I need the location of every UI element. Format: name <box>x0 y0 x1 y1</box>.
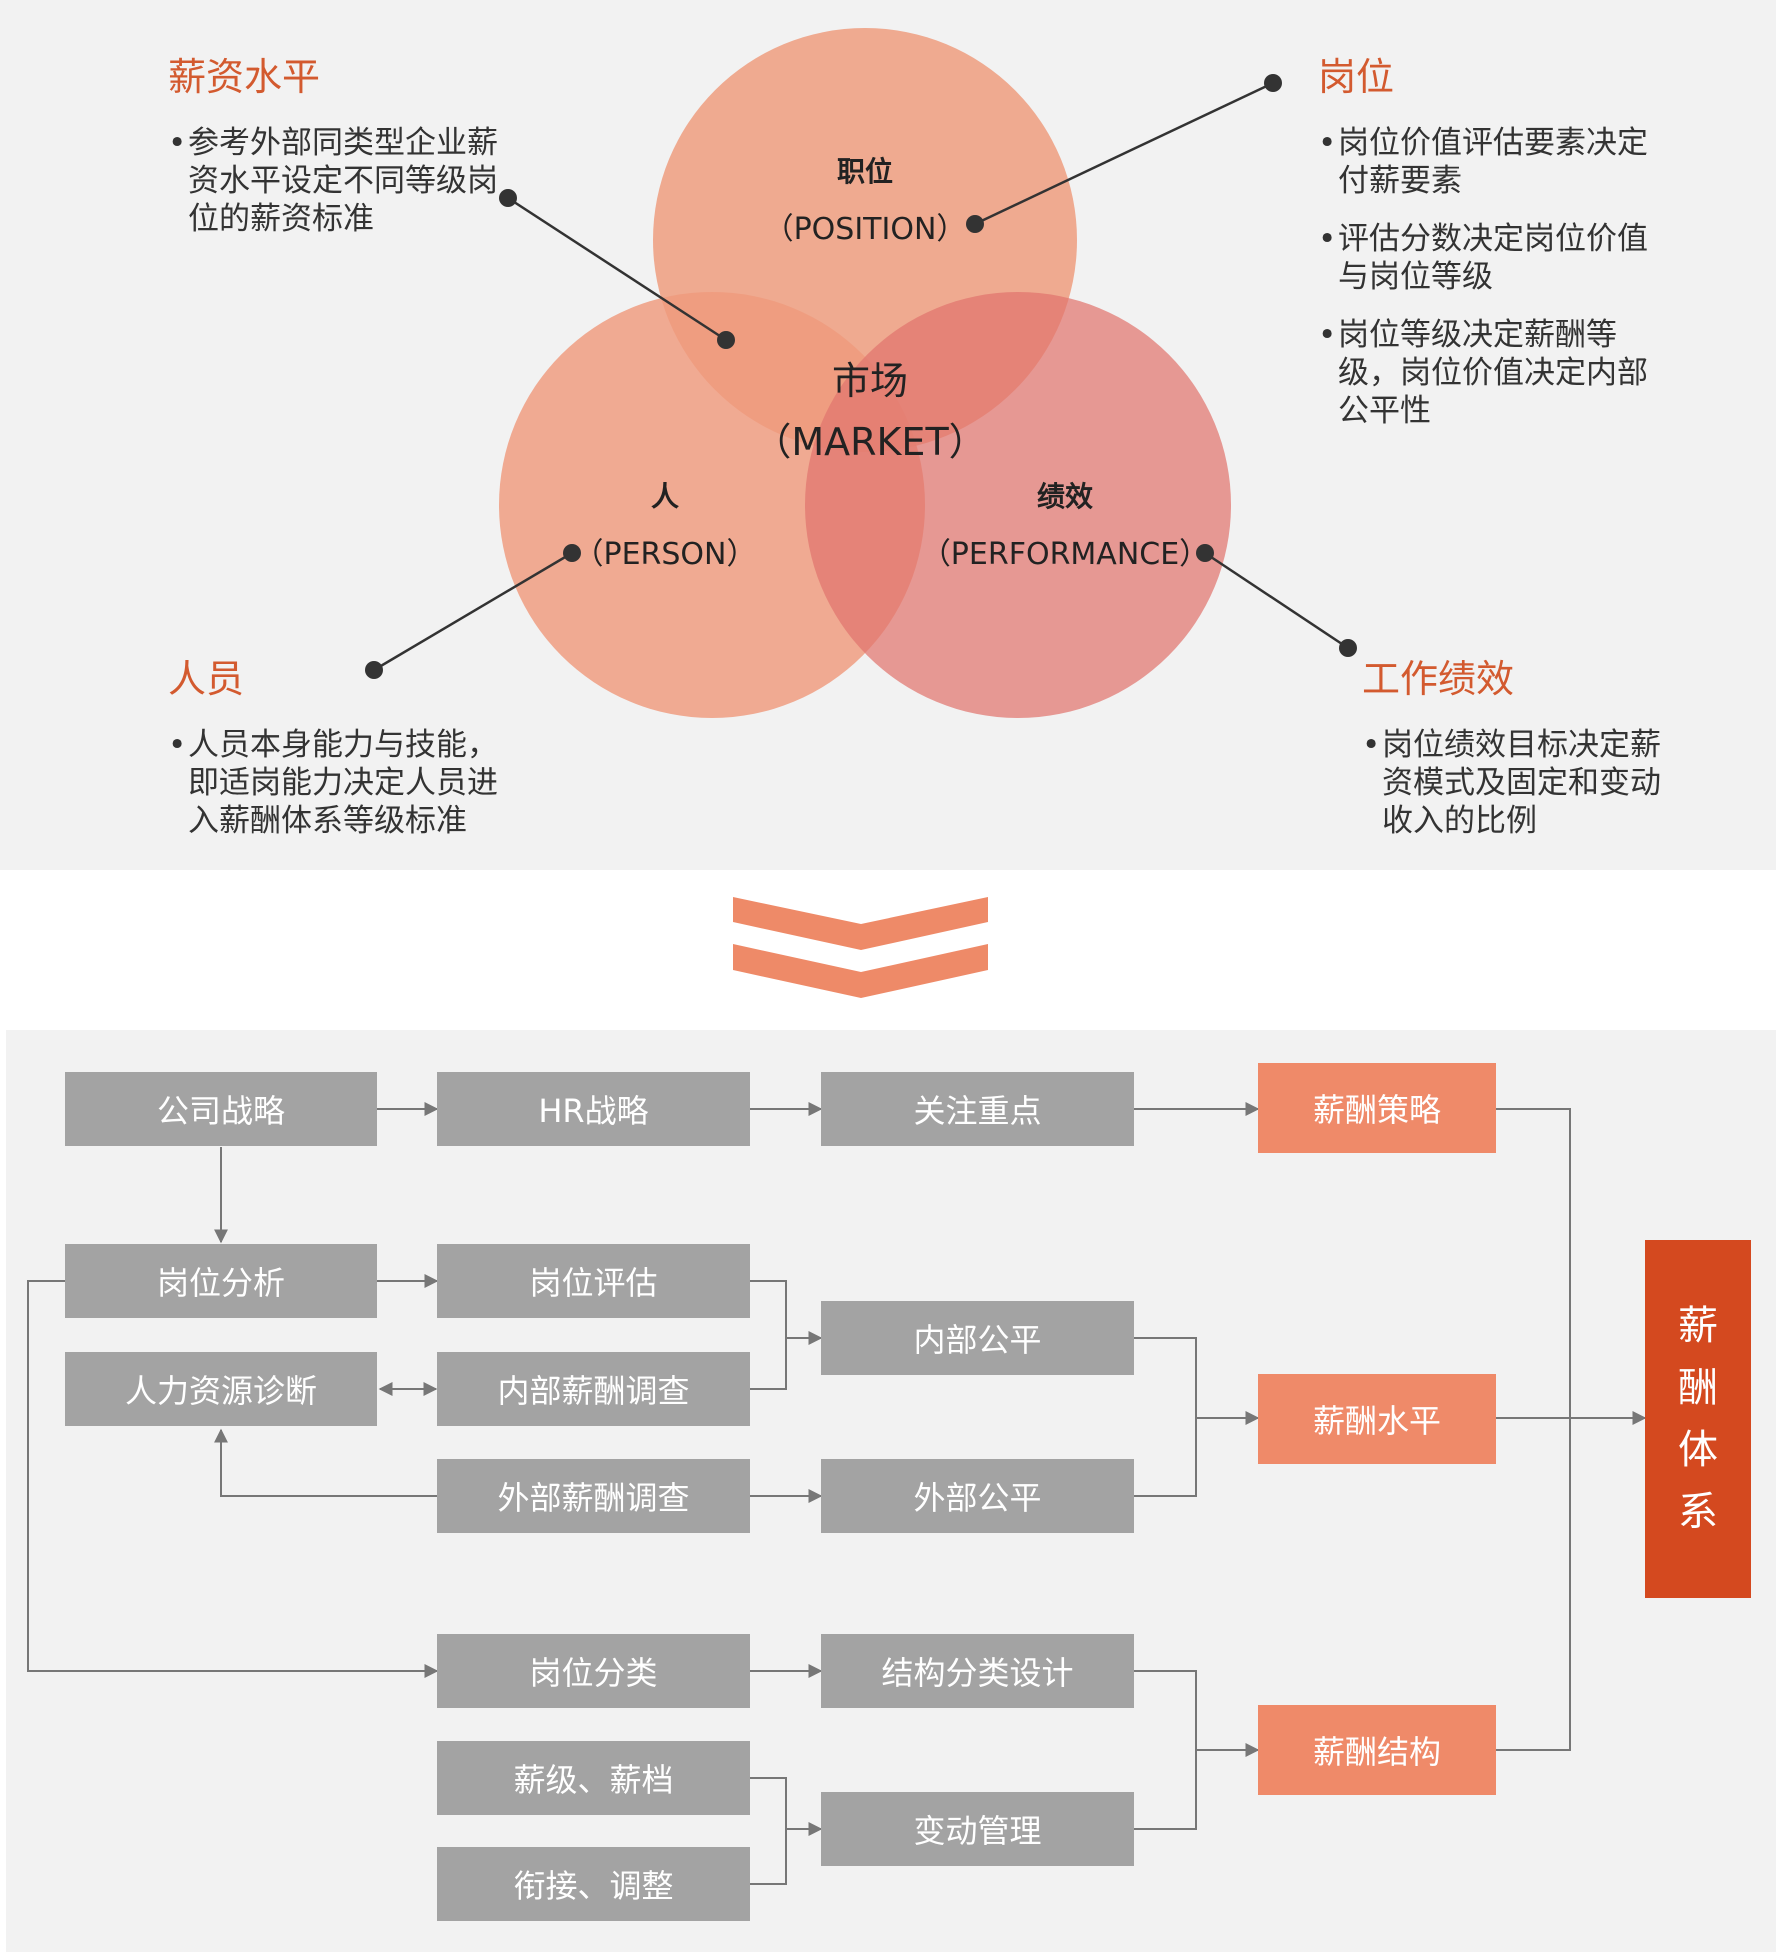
connector-salary-level <box>507 196 727 342</box>
job-analysis-box: 岗位分析 <box>65 1244 377 1318</box>
structure-design-box: 结构分类设计 <box>821 1634 1134 1708</box>
person-subtitle: （PERSON） <box>573 537 757 572</box>
comp-system-box: 薪酬体系 <box>1645 1240 1751 1598</box>
grades-steps-box: 薪级、薪档 <box>437 1741 750 1815</box>
salary-level-bullets: 参考外部同类型企业薪资水平设定不同等级岗位的薪资标准 <box>168 124 498 258</box>
market-subtitle: （MARKET） <box>753 420 987 464</box>
post-bullets: 岗位价值评估要素决定付薪要素 评估分数决定岗位价值与岗位等级 岗位等级决定薪酬等… <box>1318 124 1648 450</box>
dot-performance-a <box>1196 544 1214 562</box>
post-heading: 岗位 <box>1318 55 1395 99</box>
internal-survey-box: 内部薪酬调查 <box>437 1352 750 1426</box>
label-position: 职位 （POSITION） <box>760 150 970 248</box>
label-performance: 绩效 （PERFORMANCE） <box>920 475 1210 573</box>
hr-diagnosis-box: 人力资源诊断 <box>65 1352 377 1426</box>
dot-performance-b <box>1339 639 1357 657</box>
job-classification-box: 岗位分类 <box>437 1634 750 1708</box>
external-equity-box: 外部公平 <box>821 1459 1134 1533</box>
focus-box: 关注重点 <box>821 1072 1134 1146</box>
position-title: 职位 <box>836 155 893 188</box>
label-person: 人 （PERSON） <box>560 475 770 573</box>
performance-title: 绩效 <box>1036 480 1093 513</box>
company-strategy-box: 公司战略 <box>65 1072 377 1146</box>
connector-personnel <box>373 551 573 672</box>
job-evaluation-box: 岗位评估 <box>437 1244 750 1318</box>
dot-post-a <box>1264 74 1282 92</box>
work-performance-bullets: 岗位绩效目标决定薪资模式及固定和变动收入的比例 <box>1362 726 1682 860</box>
personnel-heading: 人员 <box>168 657 245 701</box>
comp-structure-box: 薪酬结构 <box>1258 1705 1496 1795</box>
label-market: 市场 （MARKET） <box>740 350 1000 466</box>
dot-post-b <box>966 215 984 233</box>
chevron-down-icon <box>733 897 988 998</box>
person-title: 人 <box>650 480 679 513</box>
external-survey-box: 外部薪酬调查 <box>437 1459 750 1533</box>
connector-performance-line <box>1204 551 1349 650</box>
dot-personnel-b <box>563 544 581 562</box>
dot-salary-level-a <box>499 189 517 207</box>
performance-subtitle: （PERFORMANCE） <box>920 537 1210 572</box>
transition-adjust-box: 衔接、调整 <box>437 1847 750 1921</box>
personnel-bullets: 人员本身能力与技能，即适岗能力决定人员进入薪酬体系等级标准 <box>168 726 518 860</box>
comp-system-label: 薪酬体系 <box>1678 1303 1718 1535</box>
salary-level-bullet-1: 参考外部同类型企业薪资水平设定不同等级岗位的薪资标准 <box>168 124 498 238</box>
change-management-box: 变动管理 <box>821 1792 1134 1866</box>
comp-level-box: 薪酬水平 <box>1258 1374 1496 1464</box>
connector-post <box>974 81 1274 226</box>
internal-equity-box: 内部公平 <box>821 1301 1134 1375</box>
position-subtitle: （POSITION） <box>763 212 967 247</box>
circle-performance <box>805 292 1231 718</box>
comp-strategy-box: 薪酬策略 <box>1258 1063 1496 1153</box>
dot-salary-level-b <box>717 331 735 349</box>
post-bullet-2: 评估分数决定岗位价值与岗位等级 <box>1318 220 1648 296</box>
market-title: 市场 <box>831 359 908 403</box>
personnel-bullet-1: 人员本身能力与技能，即适岗能力决定人员进入薪酬体系等级标准 <box>168 726 518 840</box>
venn-diagram <box>365 28 1357 718</box>
work-performance-bullet-1: 岗位绩效目标决定薪资模式及固定和变动收入的比例 <box>1362 726 1682 840</box>
circle-person <box>499 292 925 718</box>
dot-personnel-a <box>365 661 383 679</box>
post-bullet-3: 岗位等级决定薪酬等级，岗位价值决定内部公平性 <box>1318 316 1648 430</box>
post-bullet-1: 岗位价值评估要素决定付薪要素 <box>1318 124 1648 200</box>
salary-level-heading: 薪资水平 <box>168 55 321 99</box>
work-performance-heading: 工作绩效 <box>1362 657 1515 701</box>
hr-strategy-box: HR战略 <box>437 1072 750 1146</box>
